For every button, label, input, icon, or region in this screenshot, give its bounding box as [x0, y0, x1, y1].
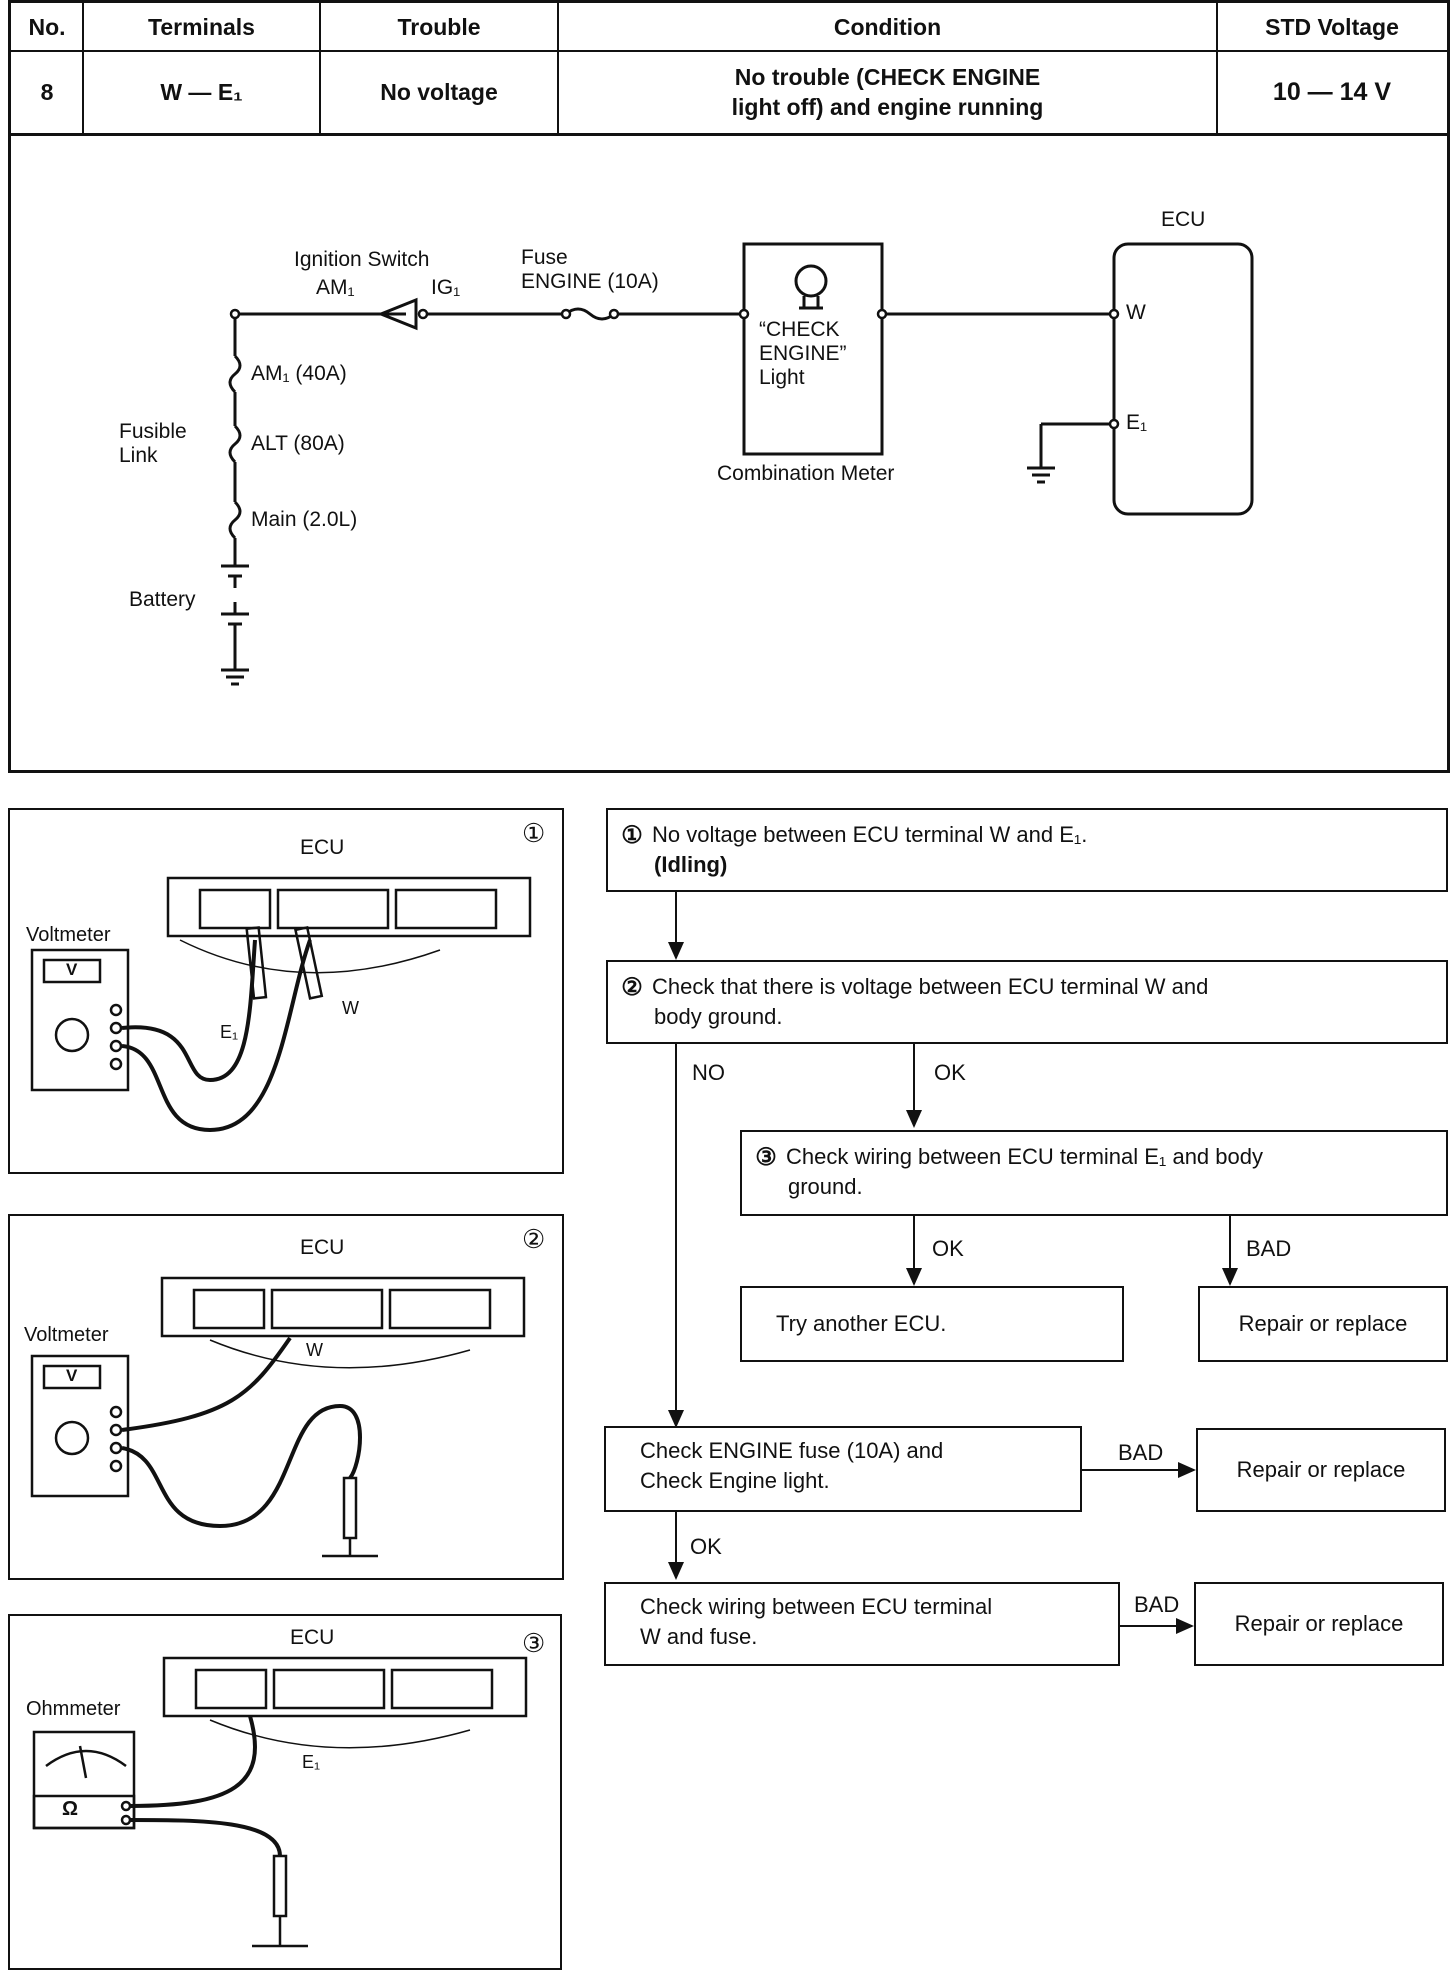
illustration-1-step-number: ① [522, 818, 546, 848]
fusible-link-line-1: Fusible [119, 420, 187, 443]
header-terminals: Terminals [148, 13, 255, 40]
flow-step-3-line-2: ground. [788, 1174, 863, 1199]
flow-ok-label-1: OK [934, 1060, 966, 1085]
flow-step-2: ② Check that there is voltage between ECU… [606, 960, 1448, 1044]
flow-wiring-check-line-1: Check wiring between ECU terminal [640, 1594, 993, 1619]
flow-repair-1-text: Repair or replace [1238, 1311, 1408, 1336]
flow-repair-3-text: Repair or replace [1234, 1611, 1404, 1636]
illustration-2-meter-face: V [66, 1366, 78, 1385]
flow-bad-label-2: BAD [1118, 1440, 1164, 1465]
circuit-diagram-panel: Ignition Switch AM₁ IG₁ Fuse ENGINE (10A… [8, 133, 1450, 773]
header-trouble: Trouble [397, 13, 481, 40]
flow-repair-2: Repair or replace [1196, 1428, 1446, 1512]
illustration-1-lead-e1: E₁ [220, 1022, 239, 1042]
combination-meter-label: Combination Meter [717, 462, 895, 485]
illustration-3-lead-e1: E₁ [302, 1752, 321, 1772]
condition-line-2: light off) and engine running [731, 94, 1044, 120]
flowchart-connectors [668, 892, 1238, 1634]
header-std-voltage: STD Voltage [1265, 13, 1399, 40]
flow-wiring-check-line-2: W and fuse. [640, 1624, 758, 1649]
illustration-3-ecu-label: ECU [290, 1626, 335, 1649]
flow-fuse-check-line-1: Check ENGINE fuse (10A) and [640, 1438, 944, 1463]
flow-repair-2-text: Repair or replace [1236, 1457, 1406, 1482]
illustration-2-drawing [30, 1276, 526, 1558]
header-condition: Condition [833, 13, 942, 40]
illustration-3-ohmmeter-e1-ground: ECU ③ Ohmmeter Ω E₁ [8, 1614, 562, 1970]
illustration-3-step-number: ③ [522, 1628, 546, 1658]
flow-try-another-ecu-text: Try another ECU. [776, 1311, 947, 1336]
flow-step-1-number: ① [621, 822, 643, 850]
flow-no-label: NO [692, 1060, 725, 1085]
flow-step-3-line-1: Check wiring between ECU terminal E₁ and… [786, 1144, 1263, 1169]
illustration-3-ohmmeter-label: Ohmmeter [26, 1698, 121, 1720]
ecu-terminal-w: W [1126, 301, 1146, 324]
ecu-label: ECU [1161, 208, 1206, 231]
flow-step-1-line-2: (Idling) [654, 852, 728, 877]
flow-step-3-number: ③ [755, 1144, 777, 1172]
flow-try-another-ecu: Try another ECU. [740, 1286, 1124, 1362]
illustration-1-meter-face: V [66, 960, 78, 979]
check-engine-line-2: ENGINE” [759, 342, 847, 365]
illustration-2-step-number: ② [522, 1224, 546, 1254]
fusible-link-line-2: Link [119, 444, 158, 467]
cell-terminals: W — E₁ [160, 78, 243, 105]
check-engine-line-1: “CHECK [759, 318, 840, 341]
table-grid [11, 3, 1447, 133]
header-no: No. [28, 13, 66, 40]
illustration-1-lead-w: W [342, 998, 359, 1018]
ignition-switch-label: Ignition Switch [294, 248, 430, 271]
illustration-3-meter-face: Ω [62, 1798, 79, 1820]
check-engine-line-3: Light [759, 366, 805, 389]
illustration-1-voltmeter-w-e1: ECU ① Voltmeter V E₁ W [8, 808, 564, 1174]
illustration-2-voltmeter-w-ground: ECU ② Voltmeter V W [8, 1214, 564, 1580]
flow-step-2-number: ② [621, 974, 643, 1002]
circuit-wiring [221, 242, 1254, 686]
flow-step-3: ③ Check wiring between ECU terminal E₁ an… [740, 1130, 1448, 1216]
ig1-label: IG₁ [431, 276, 461, 299]
flow-fuse-check-line-2: Check Engine light. [640, 1468, 830, 1493]
flow-step-1-line-1: No voltage between ECU terminal W and E₁… [652, 822, 1088, 847]
fuse-label: Fuse [521, 246, 568, 269]
flow-wiring-check: Check wiring between ECU terminal W and … [604, 1582, 1120, 1666]
flow-repair-1: Repair or replace [1198, 1286, 1448, 1362]
fusible-link-alt: ALT (80A) [251, 432, 345, 455]
spec-table: No. Terminals Trouble Condition STD Volt… [8, 0, 1450, 136]
flow-step-1: ① No voltage between ECU terminal W and E… [606, 808, 1448, 892]
illustration-2-ecu-label: ECU [300, 1236, 345, 1259]
condition-line-1: No trouble (CHECK ENGINE [734, 64, 1041, 90]
flow-bad-label-3: BAD [1134, 1592, 1180, 1617]
cell-trouble: No voltage [380, 78, 498, 105]
cell-no: 8 [40, 78, 54, 105]
illustration-1-voltmeter-label: Voltmeter [26, 924, 111, 946]
illustration-1-ecu-label: ECU [300, 836, 345, 859]
flow-step-2-line-2: body ground. [654, 1004, 783, 1029]
fusible-link-main: Main (2.0L) [251, 508, 358, 531]
illustration-2-voltmeter-label: Voltmeter [24, 1324, 109, 1346]
flow-ok-label-2: OK [932, 1236, 964, 1261]
flow-repair-3: Repair or replace [1194, 1582, 1444, 1666]
cell-condition: No trouble (CHECK ENGINE light off) and … [558, 51, 1217, 133]
cell-std-voltage: 10 — 14 V [1272, 77, 1392, 106]
illustration-3-drawing [32, 1656, 528, 1948]
flow-bad-label-1: BAD [1246, 1236, 1292, 1261]
flow-fuse-check: Check ENGINE fuse (10A) and Check Engine… [604, 1426, 1082, 1512]
fusible-link-am1: AM₁ (40A) [251, 362, 347, 385]
am1-label: AM₁ [316, 276, 355, 299]
battery-label: Battery [129, 588, 196, 611]
flow-step-2-line-1: Check that there is voltage between ECU … [652, 974, 1209, 999]
illustration-1-drawing [30, 876, 532, 1133]
fuse-engine-label: ENGINE (10A) [521, 270, 659, 293]
ecu-terminal-e1: E₁ [1126, 411, 1148, 434]
illustration-2-lead-w: W [306, 1340, 323, 1360]
flow-ok-label-3: OK [690, 1534, 722, 1559]
